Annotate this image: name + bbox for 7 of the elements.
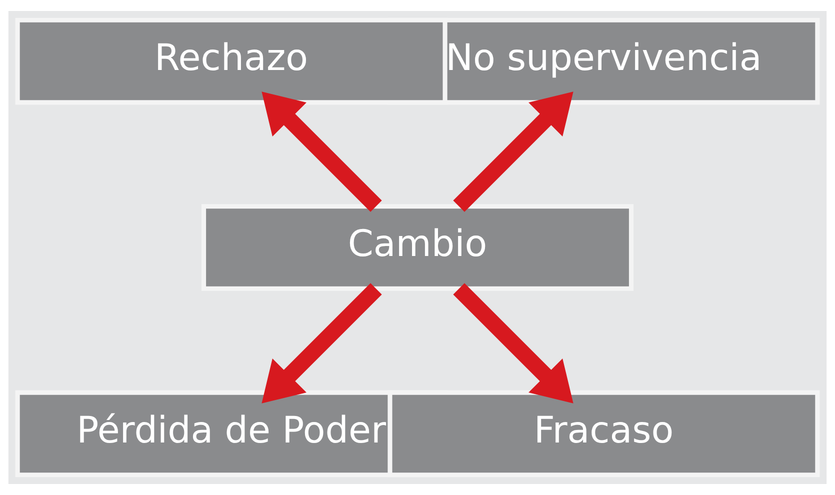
arrow	[262, 283, 382, 404]
arrow	[262, 92, 382, 212]
node-box: Rechazo	[15, 18, 448, 105]
node-box: Cambio	[201, 204, 634, 291]
arrow	[453, 283, 574, 404]
arrow	[453, 92, 574, 212]
node-box: Fracaso	[388, 390, 820, 478]
